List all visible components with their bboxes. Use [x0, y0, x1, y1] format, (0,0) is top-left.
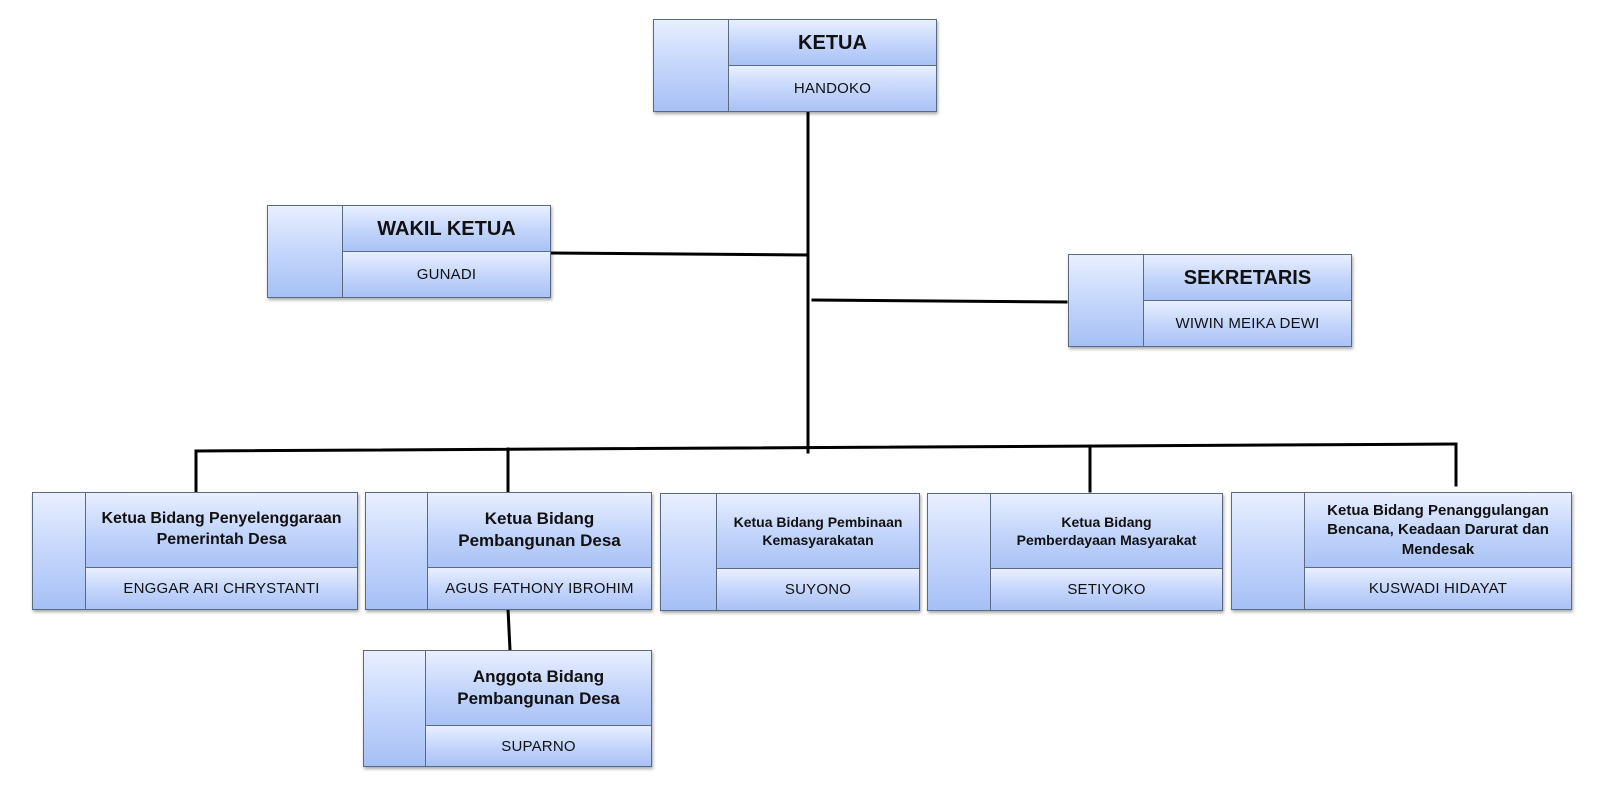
- connector-bidang-bar: [194, 442, 1458, 453]
- node-title: Ketua Bidang Pembinaan Kemasyarakatan: [717, 494, 919, 569]
- node-title: SEKRETARIS: [1144, 255, 1351, 301]
- node-tab: [661, 494, 717, 610]
- node-sekretaris: SEKRETARIS WIWIN MEIKA DEWI: [1068, 254, 1352, 347]
- node-bidang-pembangunan: Ketua Bidang Pembangunan Desa AGUS FATHO…: [365, 492, 652, 610]
- node-name: AGUS FATHONY IBROHIM: [428, 568, 651, 609]
- node-tab: [364, 651, 426, 766]
- connector-anggota: [506, 607, 512, 652]
- connector-wakil: [549, 251, 810, 257]
- node-name: ENGGAR ARI CHRYSTANTI: [86, 568, 357, 609]
- node-title: Ketua Bidang Penyelenggaraan Pemerintah …: [86, 493, 357, 568]
- node-bidang-penyelenggaraan: Ketua Bidang Penyelenggaraan Pemerintah …: [32, 492, 358, 610]
- node-bidang-penanggulangan: Ketua Bidang Penanggulangan Bencana, Kea…: [1231, 492, 1572, 610]
- node-bidang-pemberdayaan: Ketua Bidang Pemberdayaan Masyarakat SET…: [927, 493, 1223, 611]
- connector-sekretaris: [811, 298, 1068, 304]
- node-tab: [1232, 493, 1305, 609]
- node-name: SETIYOKO: [991, 569, 1222, 610]
- node-bidang-pembinaan: Ketua Bidang Pembinaan Kemasyarakatan SU…: [660, 493, 920, 611]
- node-title: Ketua Bidang Pembangunan Desa: [428, 493, 651, 568]
- node-name: SUPARNO: [426, 726, 651, 766]
- node-title: KETUA: [729, 20, 936, 66]
- node-name: WIWIN MEIKA DEWI: [1144, 301, 1351, 346]
- node-name: KUSWADI HIDAYAT: [1305, 568, 1571, 609]
- node-name: GUNADI: [343, 252, 550, 297]
- node-tab: [366, 493, 428, 609]
- node-title: WAKIL KETUA: [343, 206, 550, 252]
- node-tab: [654, 20, 729, 111]
- node-wakil-ketua: WAKIL KETUA GUNADI: [267, 205, 551, 298]
- node-name: SUYONO: [717, 569, 919, 610]
- node-tab: [268, 206, 343, 297]
- node-anggota-pembangunan: Anggota Bidang Pembangunan Desa SUPARNO: [363, 650, 652, 767]
- node-name: HANDOKO: [729, 66, 936, 111]
- node-ketua: KETUA HANDOKO: [653, 19, 937, 112]
- node-tab: [928, 494, 991, 610]
- node-tab: [1069, 255, 1144, 346]
- node-title: Anggota Bidang Pembangunan Desa: [426, 651, 651, 726]
- node-tab: [33, 493, 86, 609]
- node-title: Ketua Bidang Pemberdayaan Masyarakat: [991, 494, 1222, 569]
- node-title: Ketua Bidang Penanggulangan Bencana, Kea…: [1305, 493, 1571, 568]
